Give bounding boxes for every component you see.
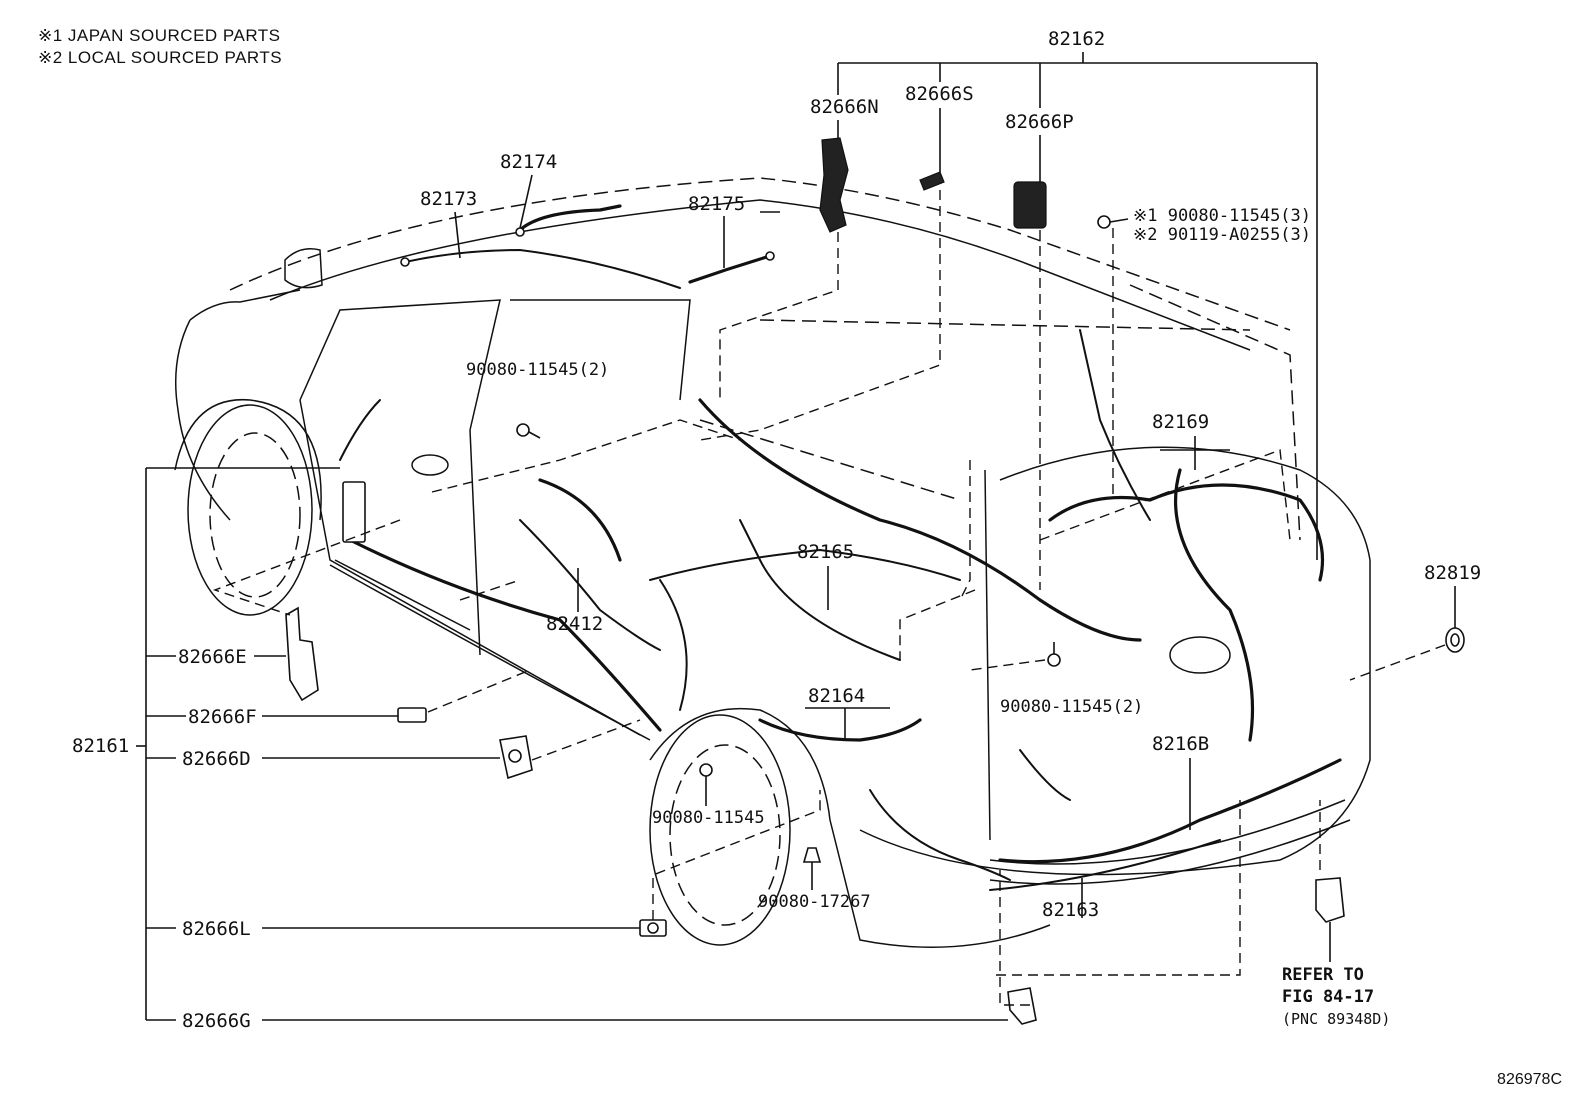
label-82819: 82819 xyxy=(1424,562,1481,584)
note-japan-sourced: ※1 JAPAN SOURCED PARTS xyxy=(38,26,281,45)
wire-harness-8216B xyxy=(998,749,1342,864)
bracket-82666D xyxy=(499,735,533,780)
label-bolt-d: 90080-17267 xyxy=(758,892,871,912)
label-8216B: 8216B xyxy=(1152,733,1209,755)
dashed-connection-lines xyxy=(212,190,1446,1006)
label-82174: 82174 xyxy=(500,151,557,173)
label-82666G: 82666G xyxy=(182,1010,251,1032)
clip-82666F xyxy=(397,707,427,723)
bolt-rear-wheel xyxy=(699,763,713,777)
wire-harness-82174 xyxy=(515,204,622,237)
bolt-left xyxy=(516,423,541,439)
reference-line-3: (PNC 89348D) xyxy=(1282,1010,1390,1028)
label-82666P: 82666P xyxy=(1005,111,1074,133)
bracket-82666E xyxy=(285,606,319,702)
label-bolt-a: 90080-11545(2) xyxy=(466,360,609,380)
note-local-sourced: ※2 LOCAL SOURCED PARTS xyxy=(38,48,283,67)
bolt-top-right xyxy=(1097,215,1129,229)
label-82666D: 82666D xyxy=(182,748,251,770)
label-82666N: 82666N xyxy=(810,96,879,118)
wire-harness-82169 xyxy=(1038,329,1324,742)
vehicle-body-outline xyxy=(174,177,1371,949)
label-82666S: 82666S xyxy=(905,83,974,105)
reference-line-2: FIG 84-17 xyxy=(1282,987,1374,1007)
label-82173: 82173 xyxy=(420,188,477,210)
wire-harness-82412 xyxy=(519,478,661,651)
label-82169: 82169 xyxy=(1152,411,1209,433)
diagram-code: 826978C xyxy=(1497,1071,1562,1088)
wire-harness-82175 xyxy=(688,251,775,284)
part-82666S xyxy=(919,171,945,191)
wire-harness-82163 xyxy=(989,839,1221,891)
clip-82666L xyxy=(639,919,667,937)
wire-harness-82165 xyxy=(649,398,1042,711)
grommet-82819 xyxy=(1445,627,1465,653)
label-82165: 82165 xyxy=(797,541,854,563)
reference-line-1: REFER TO xyxy=(1282,965,1364,985)
nut-90080-17267 xyxy=(802,847,822,863)
wire-harness-82164 xyxy=(758,718,1011,881)
part-labels: 82162 82666N 82666S 82666P 82174 82173 8… xyxy=(72,28,1481,1032)
part-82666P xyxy=(1013,181,1047,229)
label-82412: 82412 xyxy=(546,613,603,635)
wire-harness-82173 xyxy=(400,248,681,289)
wire-harness-82161 xyxy=(339,399,662,732)
bolt-center-right xyxy=(1047,642,1061,667)
part-82666N xyxy=(819,137,849,233)
label-bolt-c: 90080-11545 xyxy=(652,808,765,828)
clip-ref-89348D xyxy=(1315,877,1345,923)
label-82164: 82164 xyxy=(808,685,865,707)
label-82163: 82163 xyxy=(1042,899,1099,921)
label-82666E: 82666E xyxy=(178,646,247,668)
label-82666F: 82666F xyxy=(188,706,257,728)
label-bolt-b: 90080-11545(2) xyxy=(1000,697,1143,717)
label-82161: 82161 xyxy=(72,735,129,757)
label-82162: 82162 xyxy=(1048,28,1105,50)
bracket-82666G xyxy=(1007,987,1037,1025)
label-bolt-japan: ※1 90080-11545(3) xyxy=(1133,206,1311,226)
leader-lines xyxy=(136,52,1456,1021)
label-82666L: 82666L xyxy=(182,918,251,940)
label-82175: 82175 xyxy=(688,193,745,215)
label-bolt-local: ※2 90119-A0255(3) xyxy=(1133,225,1311,245)
